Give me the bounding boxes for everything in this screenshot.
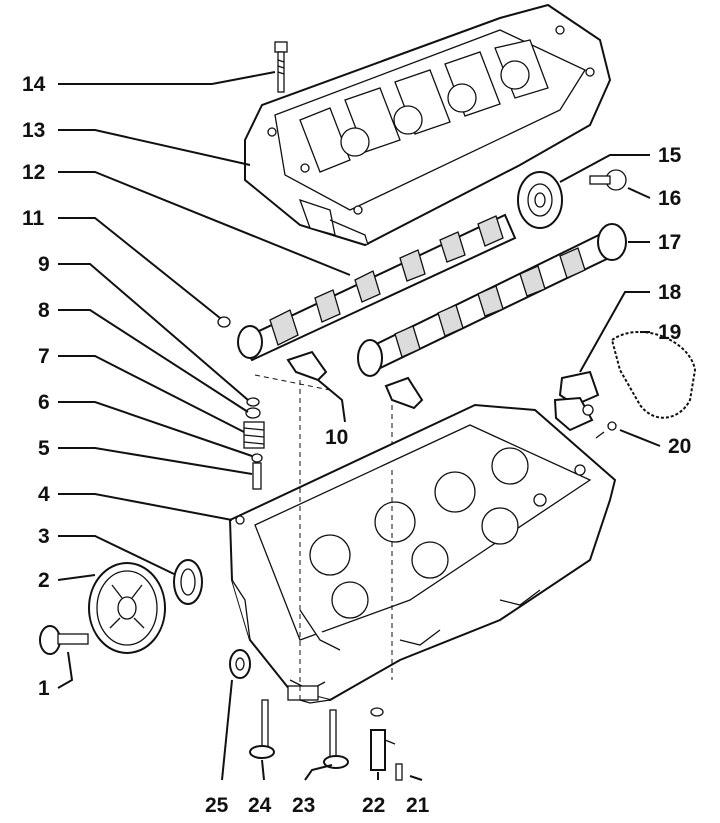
callout-16: 16	[658, 187, 681, 210]
callout-19: 19	[658, 321, 681, 344]
callout-10: 10	[325, 426, 348, 449]
callout-12: 12	[22, 161, 45, 184]
callout-22: 22	[362, 794, 385, 817]
callout-20: 20	[668, 435, 691, 458]
bolt-1	[39, 625, 89, 655]
exhaust-camshaft-17	[357, 223, 627, 377]
callout-24: 24	[248, 794, 272, 817]
bolt-20	[595, 421, 617, 439]
pulley-25	[229, 649, 251, 679]
callout-4: 4	[38, 483, 50, 506]
callout-23: 23	[292, 794, 315, 817]
callout-9: 9	[38, 253, 50, 276]
callout-3: 3	[38, 525, 50, 548]
camshaft-bearing-frame	[244, 3, 612, 247]
plug-11	[217, 316, 231, 328]
chain-tensioner-18	[553, 370, 600, 432]
callout-14: 14	[22, 73, 46, 96]
callout-5: 5	[38, 437, 50, 460]
bolt-21	[395, 763, 403, 781]
callout-7: 7	[38, 345, 50, 368]
callout-1: 1	[38, 677, 50, 700]
camshaft-gear-2	[88, 562, 166, 654]
callout-15: 15	[658, 144, 682, 167]
callout-13: 13	[22, 119, 45, 142]
valve-train-stack	[243, 397, 265, 490]
valve-23	[323, 709, 349, 769]
callout-25: 25	[205, 794, 229, 817]
sensor-22	[370, 707, 396, 771]
intake-camshaft-12	[237, 213, 517, 362]
callout-17: 17	[658, 231, 681, 254]
callout-11: 11	[22, 207, 45, 230]
bolt-14	[274, 41, 288, 93]
valve-24	[249, 699, 275, 759]
callout-8: 8	[38, 299, 50, 322]
leader-lines	[57, 71, 661, 781]
bolt-16	[589, 169, 627, 191]
roller-rocker-arm-10	[254, 350, 424, 470]
cylinder-head-4	[228, 403, 617, 704]
seal-ring-3	[173, 559, 203, 605]
callout-21: 21	[406, 794, 430, 817]
callout-2: 2	[38, 569, 50, 592]
callout-labels: 14 13 12 11 9 8 7 6 5 4 3 2 1 10 15 16 1…	[22, 73, 691, 817]
callout-18: 18	[658, 281, 682, 304]
timing-chain-19	[610, 330, 697, 419]
callout-6: 6	[38, 391, 50, 414]
camshaft-sprocket-15	[517, 171, 563, 229]
